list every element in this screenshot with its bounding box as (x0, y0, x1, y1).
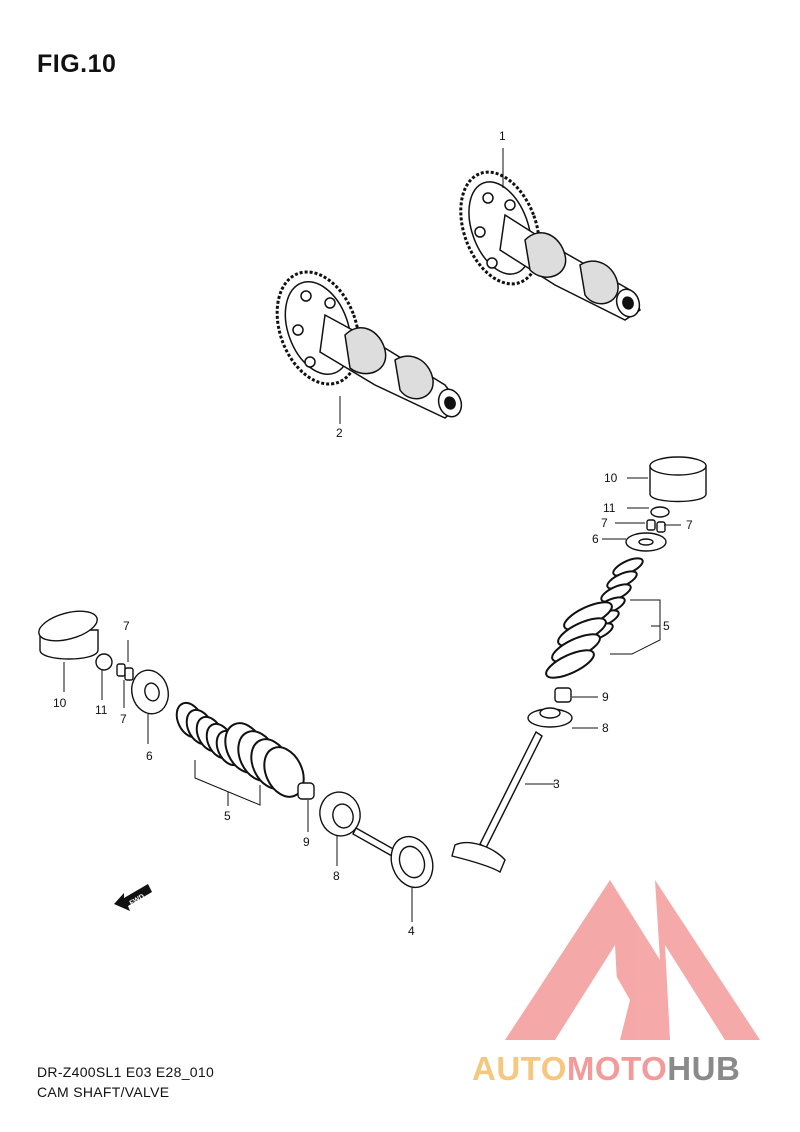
callout-2: 2 (336, 426, 343, 440)
callout-10-left: 10 (53, 696, 67, 710)
callout-5-left: 5 (224, 809, 231, 823)
leader-lines (63, 148, 681, 922)
callout-9-left: 9 (303, 835, 310, 849)
callout-7-left-top: 7 (123, 619, 130, 633)
valve-spring-right (545, 557, 644, 679)
callout-11-left: 11 (95, 703, 108, 717)
camshaft-intake (275, 270, 463, 419)
callout-6-right: 6 (592, 532, 599, 546)
forward-arrow-icon: FWD (114, 884, 152, 911)
camshaft-exhaust (459, 170, 641, 321)
section-caption: CAM SHAFT/VALVE (37, 1084, 170, 1100)
valve-assembly-left (38, 610, 434, 889)
watermark-text: AUTOMOTOHUB (472, 1050, 740, 1088)
callout-1: 1 (499, 129, 506, 143)
callout-3: 3 (553, 777, 560, 791)
callout-9-right: 9 (602, 690, 609, 704)
model-code-caption: DR-Z400SL1 E03 E28_010 (37, 1064, 215, 1080)
figure-title: FIG.10 (37, 50, 117, 78)
callout-8-right: 8 (602, 721, 609, 735)
callout-8-left: 8 (333, 869, 340, 883)
watermark-moto: MOTO (566, 1050, 668, 1087)
watermark-hub: HUB (667, 1050, 741, 1087)
callout-6-left: 6 (146, 749, 153, 763)
callout-7-right-a: 7 (601, 516, 608, 530)
watermark-auto: AUTO (472, 1050, 567, 1087)
callout-7-right-b: 7 (686, 518, 693, 532)
valve-spring-left (175, 701, 305, 798)
valve-assembly-right (451, 456, 707, 874)
callout-11-right: 11 (603, 501, 616, 515)
callout-10-right: 10 (604, 471, 618, 485)
automotohub-logo-icon (505, 880, 760, 1040)
callout-5-right: 5 (663, 619, 670, 633)
callout-7-left-bottom: 7 (120, 712, 127, 726)
callout-4: 4 (408, 924, 415, 938)
